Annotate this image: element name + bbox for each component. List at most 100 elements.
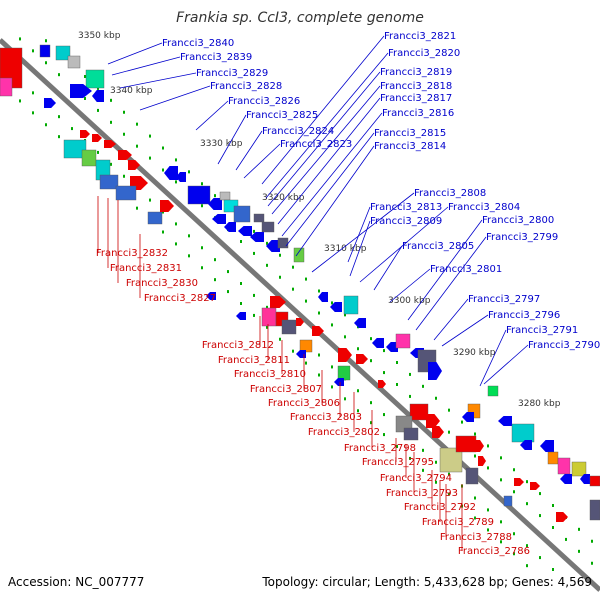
gene-label-upper[interactable]: Francci3_2821 <box>384 31 456 42</box>
gene-label-upper[interactable]: Francci3_2801 <box>430 264 502 275</box>
gene-label-upper[interactable]: Francci3_2804 <box>448 202 520 213</box>
tick-mark <box>253 313 255 317</box>
tick-mark <box>266 241 268 245</box>
kbp-label: 3330 kbp <box>200 139 243 149</box>
tick-mark <box>292 265 294 269</box>
gene-label-lower[interactable]: Francci3_2831 <box>110 263 182 274</box>
gene-label-lower[interactable]: Francci3_2786 <box>458 546 530 557</box>
tick-mark <box>175 242 177 246</box>
gene-label-lower[interactable]: Francci3_2803 <box>290 412 362 423</box>
gene-label-upper[interactable]: Francci3_2820 <box>388 48 460 59</box>
gene-label-upper[interactable]: Francci3_2817 <box>380 93 452 104</box>
gene-label-upper[interactable]: Francci3_2826 <box>228 96 300 107</box>
tick-mark <box>578 549 580 553</box>
gene-label-lower[interactable]: Francci3_2832 <box>96 248 168 259</box>
gene-block <box>439 447 463 473</box>
gene-arrow-forward <box>128 160 140 170</box>
gene-arrow-reverse <box>334 378 344 386</box>
gene-label-upper[interactable]: Francci3_2813 <box>370 202 442 213</box>
tick-mark <box>136 144 138 148</box>
gene-label-lower[interactable]: Francci3_2807 <box>250 384 322 395</box>
gene-label-upper[interactable]: Francci3_2824 <box>262 126 334 137</box>
tick-mark <box>422 384 424 388</box>
tick-mark <box>383 433 385 437</box>
tick-mark <box>149 156 151 160</box>
tick-mark <box>318 311 320 315</box>
leader-line <box>139 85 211 111</box>
gene-arrow-reverse <box>580 474 590 484</box>
gene-label-upper[interactable]: Francci3_2799 <box>486 232 558 243</box>
gene-arrow-forward <box>426 414 440 428</box>
gene-label-upper[interactable]: Francci3_2839 <box>180 52 252 63</box>
gene-label-lower[interactable]: Francci3_2812 <box>202 340 274 351</box>
gene-label-upper[interactable]: Francci3_2840 <box>162 38 234 49</box>
gene-label-upper[interactable]: Francci3_2819 <box>380 67 452 78</box>
tick-mark <box>526 544 528 548</box>
tick-mark <box>45 123 47 127</box>
tick-mark <box>539 492 541 496</box>
gene-label-upper[interactable]: Francci3_2823 <box>280 139 352 150</box>
kbp-label: 3320 kbp <box>262 193 305 203</box>
gene-arrow-forward <box>296 318 304 326</box>
tick-mark <box>149 134 151 138</box>
gene-label-lower[interactable]: Francci3_2830 <box>126 278 198 289</box>
gene-label-upper[interactable]: Francci3_2809 <box>370 216 442 227</box>
gene-block <box>0 77 13 97</box>
gene-block <box>219 191 231 201</box>
gene-label-upper[interactable]: Francci3_2797 <box>468 294 540 305</box>
gene-arrow-reverse <box>206 292 216 300</box>
gene-label-upper[interactable]: Francci3_2818 <box>380 81 452 92</box>
tick-mark <box>279 337 281 341</box>
gene-label-lower[interactable]: Francci3_2794 <box>380 473 452 484</box>
gene-label-upper[interactable]: Francci3_2805 <box>402 241 474 252</box>
leader-line <box>107 42 163 65</box>
gene-label-lower[interactable]: Francci3_2793 <box>386 488 458 499</box>
gene-label-lower[interactable]: Francci3_2827 <box>144 293 216 304</box>
gene-label-upper[interactable]: Francci3_2815 <box>374 128 446 139</box>
gene-label-upper[interactable]: Francci3_2808 <box>414 188 486 199</box>
leader-line <box>433 298 469 341</box>
gene-arrow-reverse <box>372 338 384 348</box>
gene-label-upper[interactable]: Francci3_2814 <box>374 141 446 152</box>
gene-label-upper[interactable]: Francci3_2829 <box>196 68 268 79</box>
leader-lines <box>97 35 529 551</box>
gene-block <box>81 149 97 167</box>
gene-label-lower[interactable]: Francci3_2811 <box>218 355 290 366</box>
leader-line <box>415 236 487 331</box>
tick-mark <box>305 361 307 365</box>
gene-label-lower[interactable]: Francci3_2792 <box>404 502 476 513</box>
leader-line <box>271 85 381 215</box>
tick-mark <box>84 75 86 78</box>
gene-label-lower[interactable]: Francci3_2798 <box>344 443 416 454</box>
tick-mark <box>331 365 333 369</box>
gene-label-lower[interactable]: Francci3_2788 <box>440 532 512 543</box>
gene-block <box>85 69 105 89</box>
tick-mark <box>175 180 177 184</box>
tick-mark <box>409 456 411 460</box>
tick-mark <box>188 234 190 238</box>
tick-mark <box>240 282 242 285</box>
tick-mark <box>383 413 385 417</box>
gene-label-upper[interactable]: Francci3_2796 <box>488 310 560 321</box>
gene-label-lower[interactable]: Francci3_2810 <box>234 369 306 380</box>
accession-text: Accession: NC_007777 <box>8 575 144 589</box>
gene-label-lower[interactable]: Francci3_2802 <box>308 427 380 438</box>
tick-mark <box>318 353 320 357</box>
gene-label-upper[interactable]: Francci3_2816 <box>382 108 454 119</box>
gene-label-lower[interactable]: Francci3_2806 <box>268 398 340 409</box>
gene-arrow-reverse <box>560 474 572 484</box>
kbp-label: 3350 kbp <box>78 31 121 41</box>
gene-label-upper[interactable]: Francci3_2790 <box>528 340 600 351</box>
gene-label-upper[interactable]: Francci3_2791 <box>506 325 578 336</box>
gene-label-upper[interactable]: Francci3_2800 <box>482 215 554 226</box>
gene-block <box>503 495 513 507</box>
tick-mark <box>318 373 320 377</box>
gene-label-upper[interactable]: Francci3_2825 <box>246 110 318 121</box>
tick-mark <box>539 514 541 518</box>
gene-label-upper[interactable]: Francci3_2828 <box>210 81 282 92</box>
gene-block <box>487 385 499 397</box>
gene-label-lower[interactable]: Francci3_2795 <box>362 457 434 468</box>
leader-line <box>285 132 375 247</box>
gene-label-lower[interactable]: Francci3_2789 <box>422 517 494 528</box>
